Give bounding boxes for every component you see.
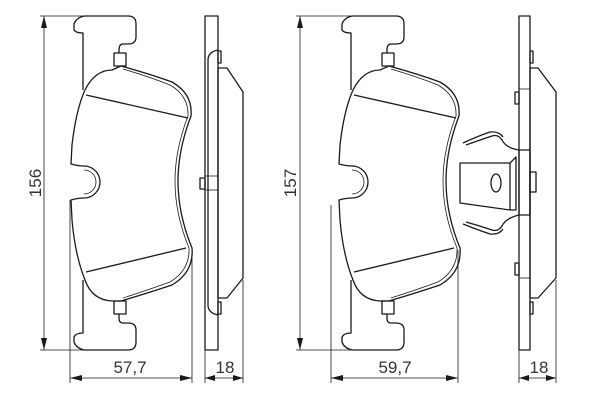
wear-sensor-clip (459, 131, 537, 235)
right-height-label: 157 (281, 169, 300, 197)
left-width-label: 57,7 (113, 358, 146, 377)
left-pad-side-view (199, 15, 244, 351)
left-pad-front-view (70, 15, 193, 351)
left-pad-thickness-dimension: 18 (204, 280, 244, 383)
left-pad-height-dimension: 156 (26, 15, 84, 351)
right-pad-width-dimension: 59,7 (330, 205, 459, 383)
right-width-label: 59,7 (378, 358, 411, 377)
right-pad-thickness-dimension: 18 (518, 280, 557, 383)
left-height-label: 156 (26, 169, 45, 197)
right-thickness-label: 18 (530, 358, 549, 377)
right-pad-height-dimension: 157 (281, 15, 352, 351)
left-pad-width-dimension: 57,7 (69, 200, 193, 383)
left-thickness-label: 18 (216, 358, 235, 377)
right-pad-front-view (338, 15, 461, 351)
